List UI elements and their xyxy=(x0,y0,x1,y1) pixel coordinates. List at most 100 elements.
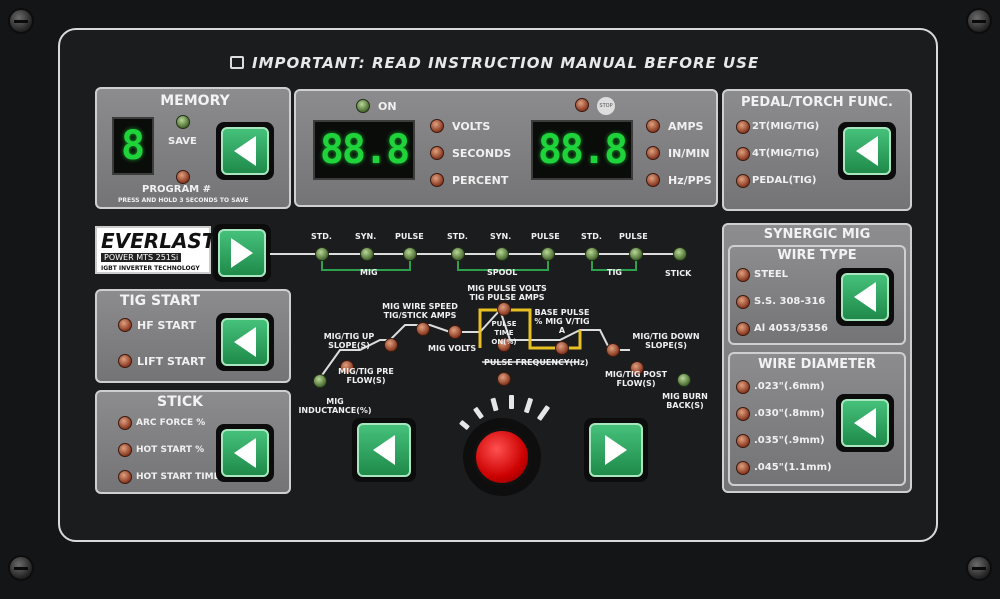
lift-start-led xyxy=(118,354,132,368)
mode-led-spool-std xyxy=(451,247,465,261)
down-slope-led xyxy=(606,343,620,357)
stick-title: STICK xyxy=(157,394,203,410)
mode-label: STD. xyxy=(311,232,332,241)
percent-label: PERCENT xyxy=(452,174,509,187)
left-display: 88.8 xyxy=(313,120,415,180)
mode-label: PULSE xyxy=(395,232,424,241)
in-min-label: IN/MIN xyxy=(668,147,710,160)
memory-title: MEMORY xyxy=(160,93,230,109)
everlast-logo: EVERLAST POWER MTS 251Si IGBT INVERTER T… xyxy=(95,226,215,274)
wire-type-title: WIRE TYPE xyxy=(777,248,857,263)
up-slope-label: MIG/TIG UP SLOPE(S) xyxy=(323,332,375,350)
dia-035-led xyxy=(736,434,750,448)
mode-led-spool-syn xyxy=(495,247,509,261)
ss-led xyxy=(736,295,750,309)
dia-030-led xyxy=(736,407,750,421)
corner-screw xyxy=(966,8,992,34)
pedal-torch-title: PEDAL/TORCH FUNC. xyxy=(741,95,893,110)
mode-led-mig-syn xyxy=(360,247,374,261)
seconds-led xyxy=(430,146,444,160)
steel-led xyxy=(736,268,750,282)
burn-back-led xyxy=(677,373,691,387)
pedal-torch-button[interactable] xyxy=(838,122,896,180)
2t-led xyxy=(736,120,750,134)
pulse-volts-led xyxy=(497,302,511,316)
down-slope-label: MIG/TIG DOWN SLOPE(S) xyxy=(632,332,700,350)
percent-led xyxy=(430,173,444,187)
steel-label: STEEL xyxy=(754,269,789,280)
wire-speed-label: MIG WIRE SPEED TIG/STICK AMPS xyxy=(382,302,458,320)
arc-force-label: ARC FORCE % xyxy=(136,418,206,428)
dia-045-led xyxy=(736,461,750,475)
pulse-time-label: PULSE TIME ON(%) xyxy=(491,320,517,346)
mode-select-button[interactable] xyxy=(213,224,271,282)
save-label: SAVE xyxy=(168,136,197,147)
volts-led xyxy=(430,119,444,133)
knob-scale-tick xyxy=(509,395,514,409)
hot-start-label: HOT START % xyxy=(136,445,205,455)
stop-icon: STOP xyxy=(597,97,615,115)
arc-force-led xyxy=(118,416,132,430)
hot-start-time-led xyxy=(118,470,132,484)
stop-led xyxy=(575,98,589,112)
mig-group-label: MIG xyxy=(360,268,378,277)
mode-label: SYN. xyxy=(355,232,377,241)
mig-inductance-led xyxy=(313,374,327,388)
warning-title: IMPORTANT: READ INSTRUCTION MANUAL BEFOR… xyxy=(252,54,760,72)
post-flow-label: MIG/TIG POST FLOW(S) xyxy=(604,370,668,388)
4t-label: 4T(MIG/TIG) xyxy=(752,148,820,159)
wire-speed-led xyxy=(416,322,430,336)
param-right-button[interactable] xyxy=(584,418,648,482)
on-led xyxy=(356,99,370,113)
hf-start-led xyxy=(118,318,132,332)
mode-label: PULSE xyxy=(619,232,648,241)
on-label: ON xyxy=(378,100,397,113)
dia-045-label: .045"(1.1mm) xyxy=(754,462,832,473)
al-led xyxy=(736,322,750,336)
mig-volts-led xyxy=(448,325,462,339)
save-led xyxy=(176,115,190,129)
mig-volts-label: MIG VOLTS xyxy=(428,344,477,353)
dia-030-label: .030"(.8mm) xyxy=(754,408,825,419)
memory-button[interactable] xyxy=(216,122,274,180)
param-left-button[interactable] xyxy=(352,418,416,482)
burn-back-label: MIG BURN BACK(S) xyxy=(662,392,708,410)
mode-led-mig-pulse xyxy=(403,247,417,261)
wire-type-button[interactable] xyxy=(836,268,894,326)
memory-display: 8 xyxy=(112,117,154,175)
mode-led-tig-pulse xyxy=(629,247,643,261)
post-flow-led xyxy=(630,361,644,375)
adjustment-knob[interactable] xyxy=(473,428,531,486)
seconds-label: SECONDS xyxy=(452,147,512,160)
pedal-led xyxy=(736,174,750,188)
hot-start-led xyxy=(118,443,132,457)
program-label: PROGRAM # xyxy=(142,184,211,195)
dia-035-label: .035"(.9mm) xyxy=(754,435,825,446)
pre-flow-label: MIG/TIG PRE FLOW(S) xyxy=(338,367,394,385)
2t-label: 2T(MIG/TIG) xyxy=(752,121,820,132)
synergic-mig-title: SYNERGIC MIG xyxy=(763,227,871,242)
tig-start-button[interactable] xyxy=(216,313,274,371)
tagline: IGBT INVERTER TECHNOLOGY xyxy=(101,265,200,272)
amps-label: AMPS xyxy=(668,120,704,133)
corner-screw xyxy=(966,555,992,581)
base-pulse-label: BASE PULSE % MIG V/TIG A xyxy=(534,308,590,335)
4t-led xyxy=(736,147,750,161)
wire-diameter-title: WIRE DIAMETER xyxy=(758,357,876,372)
ss-label: S.S. 308-316 xyxy=(754,296,826,307)
pulse-volts-label: MIG PULSE VOLTS TIG PULSE AMPS xyxy=(467,284,547,302)
mode-led-mig-std xyxy=(315,247,329,261)
hf-start-label: HF START xyxy=(137,319,197,332)
base-pulse-led xyxy=(555,341,569,355)
mode-label: STD. xyxy=(581,232,602,241)
stick-button[interactable] xyxy=(216,424,274,482)
dia-023-led xyxy=(736,380,750,394)
mode-label: PULSE xyxy=(531,232,560,241)
amps-led xyxy=(646,119,660,133)
pulse-time-led xyxy=(497,338,511,352)
wire-diameter-button[interactable] xyxy=(836,394,894,452)
corner-screw xyxy=(8,8,34,34)
mode-led-tig-std xyxy=(585,247,599,261)
right-display: 88.8 xyxy=(531,120,633,180)
mode-connector-lines xyxy=(270,253,680,271)
